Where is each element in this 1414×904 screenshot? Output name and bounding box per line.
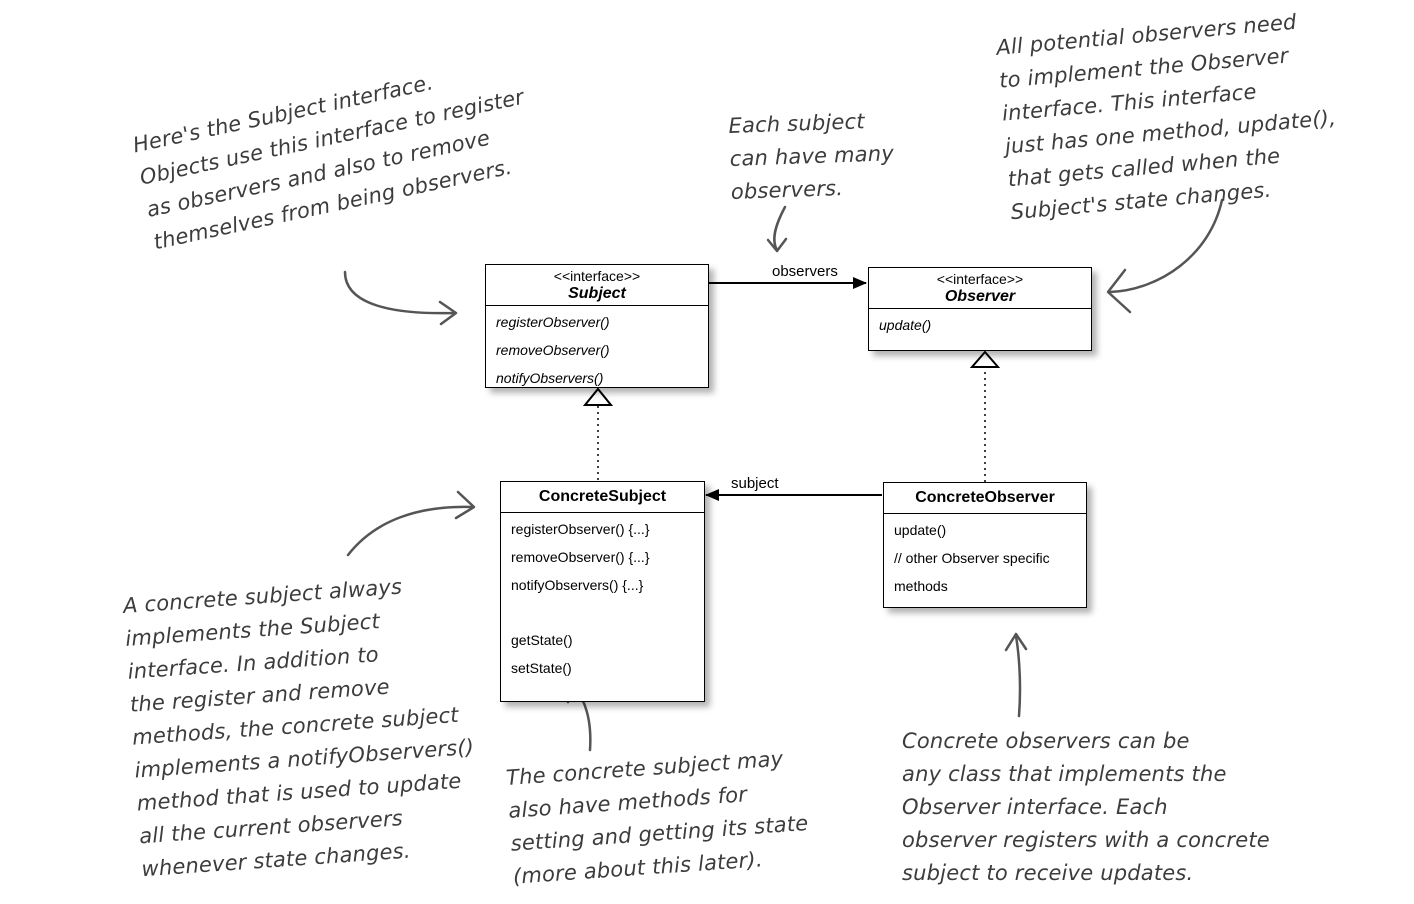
note-line: can have many: [729, 141, 895, 171]
observer-stereotype: <<interface>>: [936, 271, 1024, 287]
note-line: any class that implements the: [902, 762, 1227, 786]
subject-note-arrowhead: [438, 300, 458, 326]
concrete-observer-box[interactable]: ConcreteObserver update() // other Obser…: [883, 482, 1087, 608]
subject-method: registerObserver(): [496, 314, 610, 330]
state-methods-note: The concrete subject may also have metho…: [505, 741, 812, 893]
concrete-subject-box[interactable]: ConcreteSubject registerObserver() {...}…: [500, 481, 705, 702]
concrete-subject-note-arrow: [346, 505, 475, 557]
concrete-observer-method: // other Observer specific: [894, 550, 1050, 566]
observers-association-label: observers: [772, 263, 838, 280]
observer-interface-note: All potential observers need to implemen…: [995, 3, 1343, 229]
concrete-subject-method: removeObserver() {...}: [511, 549, 650, 565]
observer-class-name: Observer: [944, 288, 1016, 305]
observer-method: update(): [879, 317, 932, 333]
many-observers-arrowhead: [766, 237, 788, 253]
concrete-observers-arrow: [1014, 634, 1022, 718]
concrete-subject-method: getState(): [511, 632, 573, 648]
concrete-subject-class-name: ConcreteSubject: [538, 488, 667, 505]
note-line: Concrete observers can be: [902, 729, 1190, 753]
note-line: observer registers with a concrete: [902, 828, 1270, 852]
note-line: Observer interface. Each: [902, 795, 1168, 819]
concrete-subject-method: registerObserver() {...}: [511, 521, 650, 537]
observer-interface-arrow: [1108, 198, 1224, 294]
subject-interface-box[interactable]: <<interface>> Subject registerObserver()…: [485, 264, 709, 388]
note-line: observers.: [730, 176, 844, 204]
subject-association-label: subject: [731, 475, 779, 492]
subject-method: notifyObservers(): [496, 370, 604, 386]
concrete-subject-method: notifyObservers() {...}: [511, 577, 644, 593]
concrete-observer-method: update(): [894, 522, 947, 538]
observer-interface-box[interactable]: <<interface>> Observer update(): [868, 267, 1092, 351]
subject-stereotype: <<interface>>: [553, 268, 641, 284]
concrete-subject-method: setState(): [511, 660, 572, 676]
note-line: subject to receive updates.: [902, 861, 1194, 885]
subject-realization-triangle: [582, 387, 614, 406]
observer-interface-arrowhead: [1106, 268, 1132, 314]
many-observers-arrow: [773, 205, 787, 252]
concrete-observer-class-name: ConcreteObserver: [915, 489, 1055, 506]
subject-note-arrow: [343, 270, 457, 315]
concrete-subject-note: A concrete subject always implements the…: [122, 566, 482, 886]
concrete-observer-method: methods: [894, 578, 948, 594]
observer-realization-triangle: [969, 350, 1001, 368]
concrete-subject-note-arrowhead: [454, 490, 476, 520]
subject-method: removeObserver(): [496, 342, 610, 358]
concrete-observers-arrowhead: [1004, 632, 1028, 652]
subject-class-name: Subject: [568, 285, 626, 302]
concrete-observers-note: Concrete observers can be any class that…: [902, 725, 1270, 890]
many-observers-note: Each subject can have many observers.: [728, 104, 896, 209]
